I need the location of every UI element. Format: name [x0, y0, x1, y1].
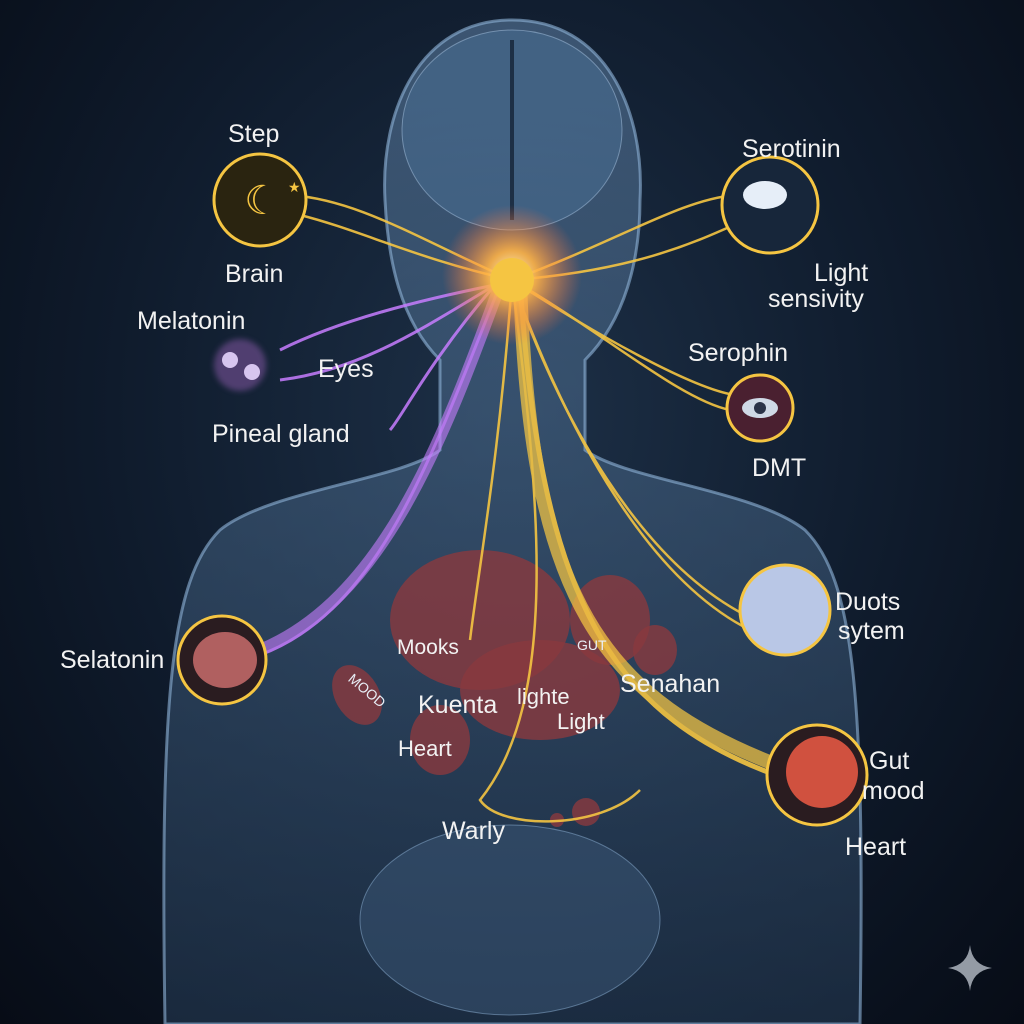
label-melatonin: Melatonin	[137, 307, 245, 335]
callout-selatonin	[176, 614, 268, 706]
label-duots: Duots	[835, 588, 900, 616]
label-sensivity: sensivity	[768, 285, 864, 313]
callout-duots	[738, 563, 832, 657]
callout-melatonin	[214, 339, 266, 391]
moon-icon: ☾	[244, 178, 280, 223]
label-heart-right: Heart	[845, 833, 906, 861]
callout-sleep: ☾ ★	[212, 152, 308, 248]
label-mooks: Mooks	[397, 636, 459, 659]
callout-gut-mood	[765, 723, 869, 827]
label-brain: Brain	[225, 260, 283, 288]
label-eyes: Eyes	[318, 355, 374, 383]
label-warly: Warly	[442, 817, 505, 845]
label-mood: mood	[862, 777, 925, 805]
label-serophin: Serophin	[688, 339, 788, 367]
sparkle-icon	[948, 945, 992, 991]
intestines	[359, 824, 661, 1016]
label-step: Step	[228, 120, 279, 148]
body-silhouette	[162, 18, 863, 1024]
label-dmt: DMT	[752, 454, 806, 482]
label-heart-left: Heart	[398, 736, 452, 761]
label-sytem: sytem	[838, 617, 905, 645]
label-gut: Gut	[869, 747, 909, 775]
label-serotinin: Serotinin	[742, 135, 841, 163]
star-icon: ★	[288, 181, 301, 196]
mood-organ	[332, 665, 382, 725]
label-lighte: lighte	[517, 684, 570, 709]
label-selatonin: Selatonin	[60, 646, 164, 674]
label-light-small: Light	[557, 709, 605, 734]
callout-serotinin	[720, 155, 820, 255]
callout-eye	[725, 373, 795, 443]
label-pineal-gland: Pineal gland	[212, 420, 350, 448]
label-senahan: Senahan	[620, 670, 720, 698]
label-kuenta: Kuenta	[418, 691, 497, 719]
label-light: Light	[814, 259, 868, 287]
label-gut-small: GUT	[577, 637, 607, 653]
organs	[332, 550, 677, 827]
